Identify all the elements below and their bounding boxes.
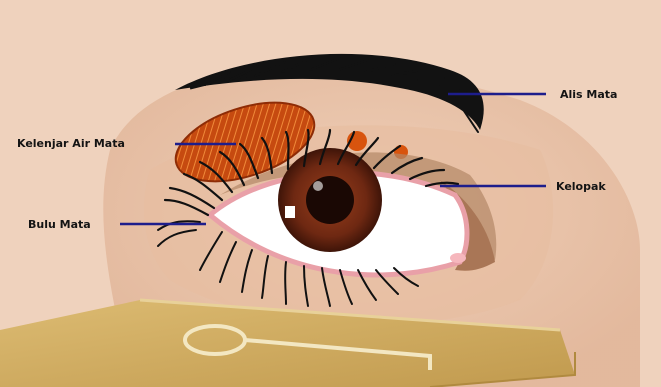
label-eyelid: Kelopak [556,180,606,193]
label-eyelashes: Bulu Mata [28,218,91,231]
eye-highlight [285,206,295,218]
label-eyebrow: Alis Mata [560,88,617,101]
label-lacrimal-gland: Kelenjar Air Mata [17,137,125,150]
pupil [306,176,354,224]
